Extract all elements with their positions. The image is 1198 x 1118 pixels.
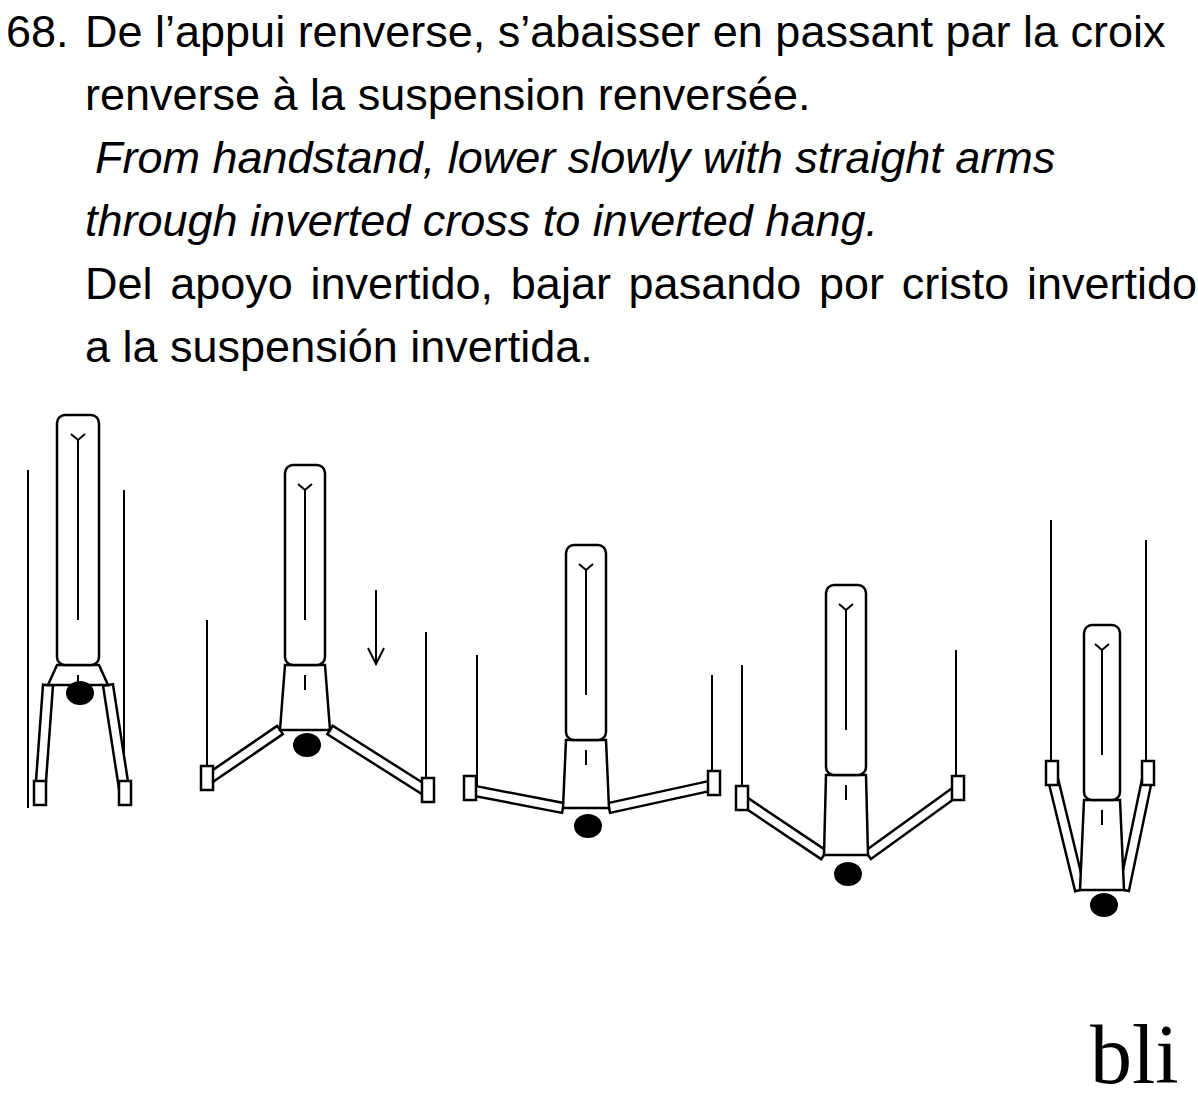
legs <box>1084 625 1120 800</box>
gymnast-figure <box>201 465 434 802</box>
ring-strap <box>711 675 713 785</box>
head <box>1090 893 1118 917</box>
ring <box>1046 761 1058 785</box>
arm <box>469 785 564 813</box>
ring-strap <box>476 655 478 790</box>
ring <box>464 776 476 800</box>
gymnast-figure <box>1046 520 1154 917</box>
ring-strap <box>425 632 427 792</box>
ring <box>34 781 46 805</box>
ring <box>201 766 213 790</box>
ring-strap <box>955 650 957 790</box>
legs <box>566 545 606 740</box>
arm <box>204 726 283 784</box>
torso-line <box>304 675 306 690</box>
arm <box>103 684 130 796</box>
motion-arrow <box>368 590 384 664</box>
torso <box>1080 800 1124 890</box>
head <box>574 814 602 838</box>
ring <box>952 776 964 800</box>
ring <box>708 771 720 795</box>
legs <box>285 465 325 665</box>
gymnast-figure <box>464 545 720 838</box>
head <box>834 862 862 886</box>
spanish-description: Del apoyo invertido, bajar pasando por c… <box>85 252 1197 378</box>
ring-strap <box>206 620 208 780</box>
arm <box>739 796 827 859</box>
arm <box>608 780 715 813</box>
legs <box>57 415 99 665</box>
leg-gap <box>298 484 312 620</box>
ring <box>1142 761 1154 785</box>
leg-gap <box>1095 644 1109 755</box>
english-description: From handstand, lower slowly with straig… <box>85 126 1197 252</box>
torso <box>824 775 868 855</box>
leg-gap <box>839 604 853 730</box>
head <box>66 681 94 705</box>
leg-gap <box>71 434 85 620</box>
leg-gap <box>579 564 593 695</box>
torso <box>280 665 330 730</box>
head <box>293 733 321 757</box>
french-description: De l’appui renverse, s’abaisser en passa… <box>85 0 1197 126</box>
arm <box>327 726 430 796</box>
signature: bli <box>1090 1005 1195 1105</box>
arm <box>35 685 53 796</box>
ring-strap <box>741 665 743 800</box>
ring-strap <box>1050 520 1052 775</box>
ring-strap <box>1145 540 1147 775</box>
item-number: 68. <box>6 0 86 63</box>
arm <box>1047 774 1085 891</box>
ring <box>119 781 131 805</box>
ring <box>422 778 434 802</box>
ring <box>736 786 748 810</box>
legs <box>826 585 866 775</box>
torso-line <box>845 785 847 800</box>
gymnast-figure <box>28 415 131 808</box>
arm <box>865 786 961 859</box>
torso <box>563 740 609 808</box>
gymnast-figure <box>736 585 964 886</box>
torso-line <box>1101 810 1103 825</box>
torso-line <box>585 750 587 765</box>
ring-strap <box>27 470 29 808</box>
